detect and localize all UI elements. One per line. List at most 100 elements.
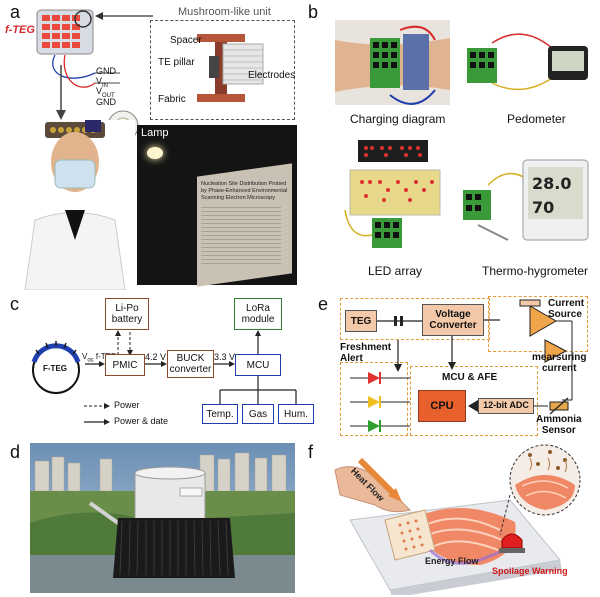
- lipo-battery-box: Li-Po battery: [105, 298, 149, 330]
- current-source-label: Current Source: [548, 298, 584, 320]
- mcu-afe-label: MCU & AFE: [442, 372, 498, 383]
- measuring-current-label: mearsuring current: [532, 352, 586, 374]
- led-red-icon: [368, 372, 381, 384]
- fabric-label: Fabric: [158, 94, 186, 105]
- fteg-dial-label: F-TEG: [43, 364, 67, 373]
- lora-line1: LoRa: [246, 303, 270, 314]
- mcu-afe-region: [410, 366, 538, 436]
- pmic-box: PMIC: [105, 354, 145, 376]
- freshment-alert-label: Freshment Alert: [340, 342, 391, 364]
- charging-caption: Charging diagram: [350, 112, 446, 126]
- pmic-label: PMIC: [112, 359, 138, 371]
- vout-main: V: [96, 86, 103, 96]
- temp-sensor-box: Temp.: [202, 404, 238, 424]
- lora-module-box: LoRa module: [234, 298, 282, 330]
- paper-line-1: Nucleation Site Distribution Probed: [201, 181, 287, 187]
- buck-line2: converter: [169, 364, 212, 375]
- spacer-label: Spacer: [170, 35, 202, 46]
- gas-label: Gas: [248, 408, 268, 420]
- panel-f: f Heat Flow Energy Flow Spoilage Warning: [300, 440, 600, 597]
- cs-line1: Current: [548, 298, 585, 309]
- fa-line2: Alert: [340, 353, 363, 364]
- electrodes-label: Electrodes: [248, 70, 296, 81]
- fteg-device-icon: [36, 9, 94, 55]
- teg-label: TEG: [350, 315, 372, 327]
- lamp-label: Lamp: [141, 127, 169, 139]
- fteg-title: f-TEG: [5, 24, 35, 36]
- cpu-label: CPU: [430, 399, 454, 412]
- panel-c: c F-TEG Voc: [0, 290, 320, 438]
- mushroom-unit-icon: [197, 34, 264, 102]
- person-wearing-teg-image: [15, 120, 135, 290]
- hum-sensor-box: Hum.: [278, 404, 314, 424]
- panel-a: a f-TEG Mushroom-like unit Spacer TE pil…: [0, 0, 300, 290]
- as-line2: Sensor: [541, 425, 576, 436]
- food-monitor-illustration: [334, 444, 581, 595]
- mushroom-unit-box: [150, 20, 295, 120]
- current-source-region: [488, 296, 588, 352]
- voltage-converter-box: Voltage Converter: [422, 304, 484, 336]
- buck-converter-box: BUCK converter: [167, 350, 214, 378]
- panel-e: e TEG Voltage Converter: [310, 290, 600, 438]
- temp-label: Temp.: [206, 408, 234, 420]
- pedometer-icon: [462, 28, 592, 103]
- gnd-label-1: GND: [96, 66, 116, 76]
- legend-power: Power: [114, 400, 140, 410]
- teg-box: TEG: [345, 310, 377, 332]
- led-board-icon: [340, 140, 445, 255]
- lamp-reading-photo: Nucleation Site Distribution Probed by P…: [137, 125, 297, 287]
- circuit-lines: [350, 299, 573, 427]
- panel-label-b: b: [308, 2, 319, 22]
- paper-line-3: Scanning Electron Microscopy: [201, 195, 275, 201]
- v42-label: 4.2 V: [145, 352, 167, 362]
- charging-photo: [335, 20, 450, 105]
- fa-line1: Freshment: [340, 342, 392, 353]
- mcu-label: MCU: [246, 359, 270, 371]
- unit-title: Mushroom-like unit: [178, 6, 271, 18]
- paper-line-2: by Phase-Enhanced Environmental: [201, 188, 288, 194]
- svg-text:28.0: 28.0: [532, 174, 571, 193]
- vc-line1: Voltage: [435, 309, 471, 320]
- hum-label: Hum.: [284, 408, 308, 420]
- vout-sub: OUT: [102, 92, 115, 99]
- vout-label: VOUT: [96, 86, 115, 99]
- device-wires: [52, 55, 120, 88]
- energy-flow-label: Energy Flow: [425, 556, 479, 566]
- panel-b: b Charging diagram Pedometer: [300, 0, 600, 290]
- thermo-hygrometer-icon: 28.0 70: [458, 155, 593, 250]
- lipo-line1: Li-Po: [115, 303, 139, 314]
- pedometer-caption: Pedometer: [507, 112, 566, 126]
- vc-line2: Converter: [429, 320, 477, 331]
- as-line1: Ammonia: [536, 414, 582, 425]
- ammonia-sensor-label: Ammonia Sensor: [536, 414, 582, 436]
- lamp-bulb-glow: [147, 147, 163, 159]
- unit-pointer-arrow: [95, 12, 153, 20]
- down-arrow: [56, 65, 66, 120]
- spoilage-warning-label: Spoilage Warning: [492, 566, 568, 576]
- block-diagram-connectors: [84, 330, 297, 425]
- led-yellow-icon: [368, 396, 381, 408]
- ammonia-sensor-icon: [549, 397, 569, 415]
- cpu-box: CPU: [418, 390, 466, 422]
- adc-box: 12-bit ADC: [478, 398, 534, 414]
- buck-line1: BUCK: [176, 353, 205, 364]
- led-caption: LED array: [368, 264, 423, 278]
- panel-label-c: c: [10, 294, 19, 314]
- paper-text-block: [201, 207, 281, 267]
- legend-power-date: Power & date: [114, 416, 169, 426]
- gas-sensor-box: Gas: [242, 404, 274, 424]
- lora-line2: module: [241, 314, 275, 325]
- vin-sub: IN: [102, 82, 109, 89]
- panel-label-e: e: [318, 294, 329, 314]
- adc-label: 12-bit ADC: [483, 400, 529, 411]
- v33-label: 3.3 V: [214, 352, 236, 362]
- te-pillar-label: TE pillar: [158, 57, 195, 68]
- led-green-icon: [368, 420, 381, 432]
- mcu-box: MCU: [235, 354, 281, 376]
- voc-prefix: V: [82, 352, 88, 361]
- panel-d: d: [0, 440, 300, 597]
- heat-sink-outdoor-photo: [30, 443, 295, 593]
- svg-text:70: 70: [532, 198, 554, 217]
- power-region: [340, 298, 490, 340]
- vin-label: VIN: [96, 76, 108, 89]
